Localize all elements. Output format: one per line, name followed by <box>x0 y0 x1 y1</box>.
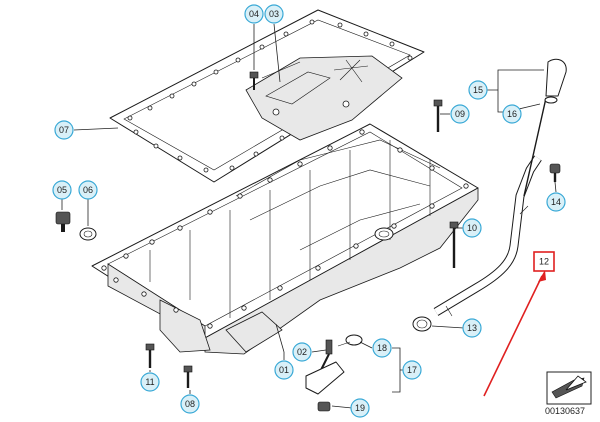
bolt-10 <box>449 221 459 268</box>
nut-19 <box>317 401 331 412</box>
o-ring-13 <box>412 316 432 332</box>
callout-13[interactable]: 13 <box>462 318 482 338</box>
callout-10[interactable]: 10 <box>462 218 482 238</box>
bolt-14 <box>549 163 561 182</box>
callout-01[interactable]: 01 <box>274 360 294 380</box>
svg-text:11: 11 <box>145 377 154 387</box>
callout-19[interactable]: 19 <box>350 398 370 418</box>
callout-02[interactable]: 02 <box>292 342 312 362</box>
bolt-09 <box>433 99 443 132</box>
oil-pump-pickup-17 <box>305 334 363 395</box>
dipstick-guide-tube <box>433 155 542 317</box>
svg-text:06: 06 <box>83 185 93 195</box>
callout-09[interactable]: 09 <box>450 104 470 124</box>
svg-text:03: 03 <box>269 9 279 19</box>
svg-text:04: 04 <box>249 9 259 19</box>
bolt-11 <box>145 343 155 368</box>
callout-07[interactable]: 07 <box>54 120 74 140</box>
svg-text:12: 12 <box>539 257 549 267</box>
seal-ring-06 <box>79 227 97 241</box>
svg-text:13: 13 <box>467 323 477 333</box>
svg-text:17: 17 <box>407 365 417 375</box>
image-code: 00130637 <box>545 406 586 416</box>
callout-06[interactable]: 06 <box>78 180 98 200</box>
callout-15[interactable]: 15 <box>468 80 488 100</box>
svg-text:15: 15 <box>473 85 483 95</box>
callout-18[interactable]: 18 <box>372 338 392 358</box>
callout-05[interactable]: 05 <box>52 180 72 200</box>
highlight-arrow <box>483 270 546 397</box>
svg-text:16: 16 <box>507 109 517 119</box>
dipstick <box>523 58 567 197</box>
svg-text:10: 10 <box>467 223 477 233</box>
callout-11[interactable]: 11 <box>140 372 160 392</box>
bolt-04 <box>249 71 259 90</box>
callout-08[interactable]: 08 <box>180 394 200 414</box>
svg-text:05: 05 <box>57 185 67 195</box>
svg-text:08: 08 <box>185 399 195 409</box>
svg-text:19: 19 <box>355 403 365 413</box>
oil-baffle-plate <box>245 55 403 141</box>
svg-text:09: 09 <box>455 109 465 119</box>
callout-16[interactable]: 16 <box>502 104 522 124</box>
drain-plug-05 <box>55 211 71 232</box>
callout-03[interactable]: 03 <box>264 4 284 24</box>
svg-text:02: 02 <box>297 347 307 357</box>
callout-17[interactable]: 17 <box>402 360 422 380</box>
svg-text:01: 01 <box>279 365 289 375</box>
oil-pan <box>91 123 479 355</box>
callout-04[interactable]: 04 <box>244 4 264 24</box>
bolt-08 <box>183 365 193 388</box>
callout-12-highlighted[interactable]: 12 <box>533 251 555 272</box>
diagram-logo-icon <box>546 371 592 405</box>
svg-text:07: 07 <box>59 125 69 135</box>
callout-14[interactable]: 14 <box>546 192 566 212</box>
svg-text:14: 14 <box>551 197 561 207</box>
svg-text:18: 18 <box>377 343 387 353</box>
